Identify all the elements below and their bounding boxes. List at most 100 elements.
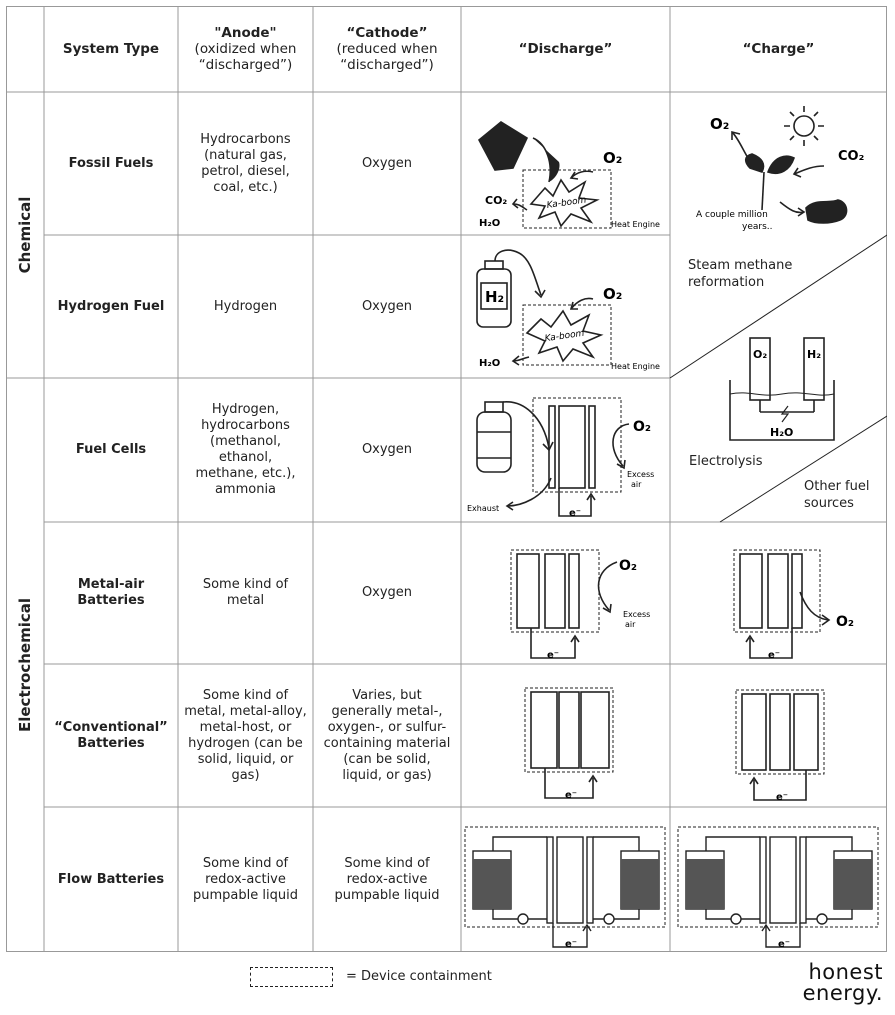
row-cathode-fossil-fuels: Oxygen	[361, 155, 413, 171]
electron-label: e⁻	[547, 650, 559, 661]
electron-label: e⁻	[768, 650, 780, 661]
electron-circuit	[552, 923, 588, 948]
legend-dashed-box	[250, 967, 333, 987]
flow-loop-left	[705, 836, 760, 851]
electron-circuit	[558, 488, 592, 517]
row-anode-fuel-cells: Hydrogen, hydrocarbons (methanol, ethano…	[195, 402, 296, 497]
electron-circuit	[544, 768, 594, 799]
anode-block	[739, 553, 763, 629]
honest-energy-logo: honest energy.	[803, 962, 883, 1004]
row-cathode-hydrogen-fuel: Oxygen	[361, 298, 413, 314]
device-containment	[677, 826, 879, 928]
flow-loop-right	[806, 836, 853, 851]
row-anode-metal-air: Some kind of metal	[202, 577, 289, 608]
o2-label: O₂	[603, 285, 622, 303]
hydrogen-discharge-diagram: H₂ O₂ H₂O Ka-boom Heat Engine	[476, 249, 660, 371]
water-line	[729, 392, 835, 396]
electrolysis-vessel	[729, 380, 835, 441]
row-system-fuel-cells: Fuel Cells	[75, 442, 147, 457]
electrolyte	[558, 691, 580, 769]
header-cathode: “Cathode” (reduced when “discharged”)	[313, 6, 461, 92]
device-containment	[464, 826, 666, 928]
row-system-fossil-fuels: Fossil Fuels	[68, 155, 154, 171]
electron-circuit	[530, 628, 576, 659]
header-anode-sub: (oxidized when “discharged”)	[194, 41, 297, 73]
row-anode-hydrogen-fuel: Hydrogen	[213, 298, 278, 314]
heat-engine-box	[522, 304, 612, 366]
electrolysis-diagram: O₂ H₂ H₂O	[729, 337, 835, 441]
stack-middle	[556, 836, 584, 924]
metal-air-charge-diagram: O₂ e⁻	[733, 549, 854, 661]
h2o-label: H₂O	[479, 358, 500, 369]
electron-label: e⁻	[569, 508, 581, 519]
kaboom-burst	[529, 178, 600, 228]
metal-air-discharge-diagram: O₂ Excess air e⁻	[510, 549, 650, 661]
h2o-label: H₂O	[479, 218, 500, 229]
flow-charge-diagram: e⁻	[677, 826, 879, 950]
kaboom-burst	[525, 309, 604, 363]
bucket-icon	[477, 121, 529, 171]
cathode-block	[580, 691, 610, 769]
stack-middle	[769, 836, 797, 924]
air-label: air	[625, 620, 636, 629]
fossil-discharge-diagram: O₂ CO₂ H₂O Ka-boom Heat Engine	[477, 121, 660, 229]
electron-circuit	[749, 628, 793, 659]
row-system-metal-air: Metal-air Batteries	[77, 577, 145, 608]
electron-circuit	[753, 770, 807, 801]
comparison-table: System Type "Anode" (oxidized when “disc…	[6, 6, 887, 952]
pump-icon-left	[517, 913, 529, 925]
o2-label: O₂	[619, 558, 637, 574]
exhaust-arrow	[506, 477, 552, 507]
device-containment	[532, 397, 622, 493]
fuel-in-arrow	[502, 401, 550, 449]
group-label-chemical: Chemical	[16, 196, 34, 274]
header-cathode-sub: (reduced when “discharged”)	[336, 41, 438, 73]
o2-out-arrow	[799, 591, 829, 621]
header-cathode-title: “Cathode”	[346, 25, 428, 41]
electrode-right	[588, 405, 596, 489]
power-bolt-icon	[780, 405, 790, 423]
electron-label: e⁻	[776, 792, 788, 803]
time-arrow	[779, 201, 805, 214]
o2-label: O₂	[603, 149, 622, 167]
pump-icon-right	[603, 913, 615, 925]
o2-tube-label: O₂	[753, 348, 767, 361]
anode-block	[741, 693, 767, 771]
electrode-left	[548, 405, 556, 489]
fuel-tank-icon	[476, 411, 512, 473]
co2-in-arrow	[793, 165, 825, 175]
o2-in-arrow	[597, 561, 618, 611]
cathode-block	[793, 693, 819, 771]
conventional-discharge-diagram: e⁻	[524, 687, 614, 801]
years-label: years..	[742, 222, 773, 232]
conventional-charge-diagram: e⁻	[735, 689, 825, 803]
electron-label: e⁻	[778, 939, 790, 950]
electron-label: e⁻	[565, 939, 577, 950]
device-containment	[733, 549, 821, 633]
anode-block	[516, 553, 540, 629]
stack-right	[799, 836, 807, 924]
electrolyte	[558, 405, 586, 489]
excess-label: Excess	[623, 610, 650, 619]
group-label-electrochemical: Electrochemical	[16, 598, 34, 732]
co2-label: CO₂	[485, 194, 507, 207]
row-system-conventional: “Conventional” Batteries	[54, 719, 168, 751]
device-containment	[510, 549, 600, 633]
header-anode-title: "Anode"	[214, 25, 277, 41]
device-containment	[524, 687, 614, 773]
co2-charge-label: CO₂	[838, 149, 864, 164]
cathode-block	[791, 553, 803, 629]
header-anode: "Anode" (oxidized when “discharged”)	[178, 6, 313, 92]
coal-icon	[805, 199, 848, 224]
header-system-type: System Type	[62, 41, 160, 57]
flow-discharge-diagram: e⁻	[464, 826, 666, 950]
o2-charge-label: O₂	[710, 115, 729, 133]
row-cathode-flow: Some kind of redox-active pumpable liqui…	[334, 855, 440, 903]
row-cathode-fuel-cells: Oxygen	[361, 442, 413, 457]
flow-loop-left	[492, 836, 547, 851]
exhaust-label: Exhaust	[467, 504, 499, 513]
o2-arrow	[570, 297, 594, 310]
device-containment	[735, 689, 825, 775]
fuel-cell-discharge-diagram: O₂ Excess air Exhaust e⁻	[467, 397, 654, 519]
